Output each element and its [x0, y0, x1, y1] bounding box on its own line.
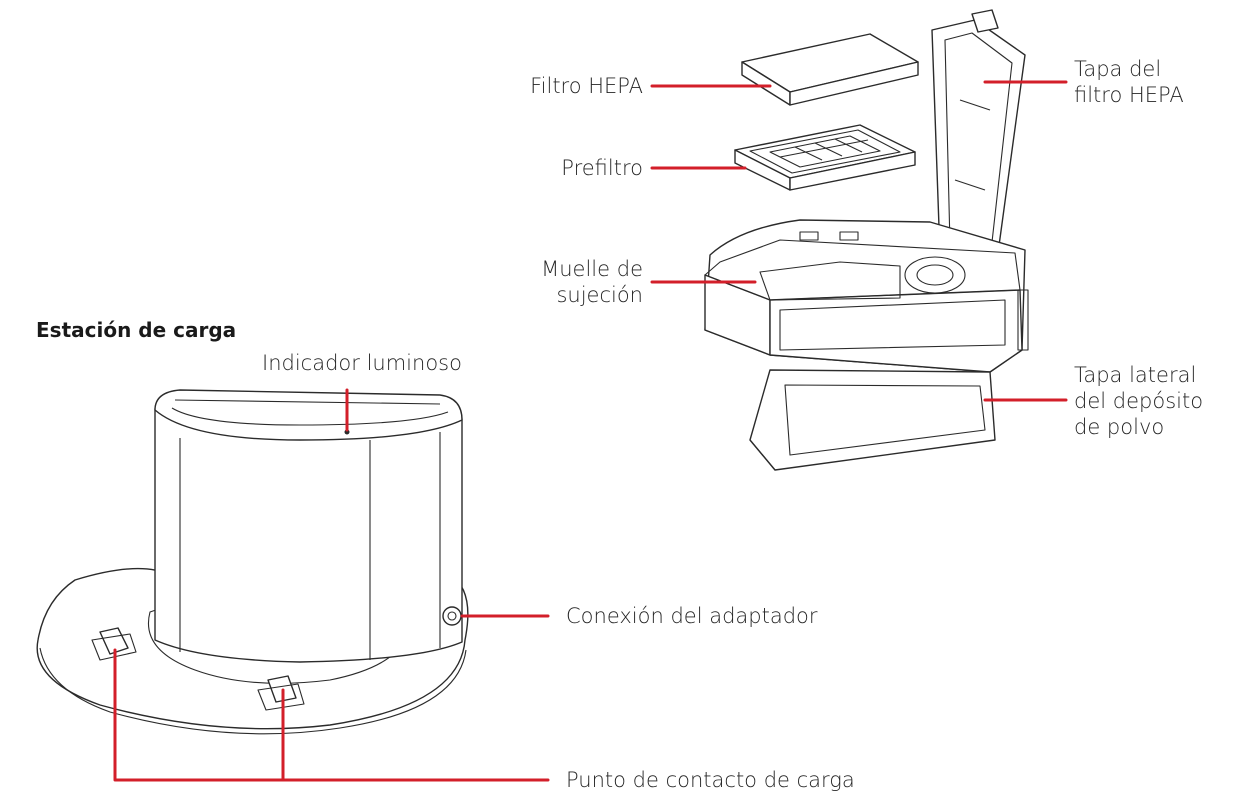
label-hepa-cover: Tapa del filtro HEPA	[1074, 56, 1184, 108]
label-fixing-spring: Muelle de sujeción	[541, 256, 643, 308]
label-fixing-spring-line2: sujeción	[556, 283, 643, 307]
label-hepa-cover-line2: filtro HEPA	[1074, 83, 1184, 107]
section-title: Estación de carga	[36, 318, 237, 342]
label-side-cover-line3: de polvo	[1074, 415, 1165, 439]
dust-bin-drawing	[704, 219, 1029, 471]
label-hepa-filter: Filtro HEPA	[530, 74, 643, 98]
label-charge-contact: Punto de contacto de carga	[566, 768, 855, 792]
label-side-cover: Tapa lateral del depósito de polvo	[1074, 362, 1203, 440]
label-side-cover-line1: Tapa lateral	[1074, 363, 1197, 387]
label-light-indicator: Indicador luminoso	[262, 351, 462, 375]
label-side-cover-line2: del depósito	[1074, 389, 1204, 413]
prefilter-drawing	[734, 124, 916, 191]
label-fixing-spring-line1: Muelle de	[541, 257, 643, 281]
label-hepa-cover-line1: Tapa del	[1074, 57, 1162, 81]
charging-station-drawing	[36, 389, 469, 735]
leader-contact	[113, 648, 550, 782]
label-prefilter: Prefiltro	[561, 156, 643, 180]
label-adapter-connection: Conexión del adaptador	[566, 604, 818, 628]
hepa-cover-drawing	[931, 9, 1026, 276]
hepa-filter-drawing	[741, 33, 919, 106]
